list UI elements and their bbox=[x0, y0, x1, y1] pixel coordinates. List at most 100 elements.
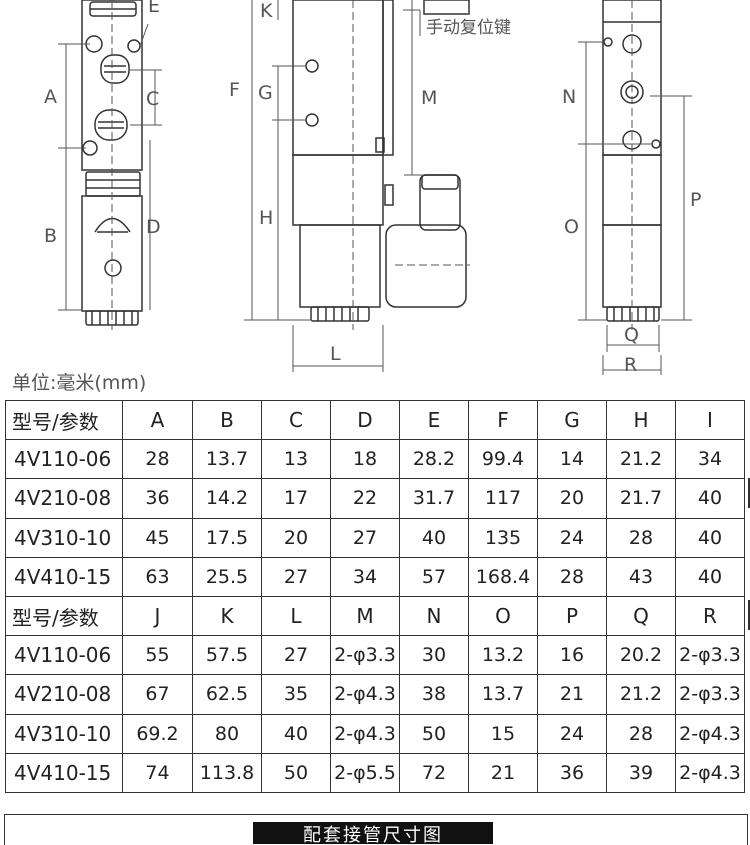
table-cell: 14.2 bbox=[192, 478, 262, 519]
table-cell: 18 bbox=[330, 439, 400, 480]
table-cell: 20.2 bbox=[606, 635, 676, 676]
table-header-cell: H bbox=[606, 399, 676, 441]
table-cell: 20 bbox=[537, 478, 607, 519]
valve-dimension-drawing: A B C D E F G H K L M N O P Q R 手动复位键 bbox=[44, 0, 701, 376]
table-header-cell: C bbox=[261, 399, 331, 441]
dim-label-l: L bbox=[330, 343, 341, 365]
table-cell: 135 bbox=[468, 517, 538, 558]
table-cell: 36 bbox=[122, 478, 193, 519]
model-cell: 4V110-06 bbox=[5, 439, 123, 480]
table-cell: 13.7 bbox=[192, 439, 262, 480]
table-cell: 69.2 bbox=[122, 713, 193, 754]
section-title: 配套接管尺寸图 bbox=[253, 822, 493, 844]
table-cell: 13.7 bbox=[468, 674, 538, 715]
table-cell: 28 bbox=[606, 517, 676, 558]
technical-drawing: A B C D E F G H K L M N O P Q R 手动复位键 bbox=[0, 0, 750, 380]
port-left-mid bbox=[94, 109, 128, 141]
table-cell: 21.2 bbox=[606, 674, 676, 715]
connector-box bbox=[385, 224, 467, 308]
dim-label-p: P bbox=[690, 189, 701, 211]
table-cell: 14 bbox=[537, 439, 607, 480]
table-header-cell: M bbox=[330, 595, 400, 637]
dim-label-a: A bbox=[44, 86, 57, 108]
table-cell: 28 bbox=[606, 713, 676, 754]
table-cell: 17 bbox=[261, 478, 331, 519]
table-cell: 45 bbox=[122, 517, 193, 558]
table-header-cell: A bbox=[122, 399, 193, 441]
table-cell: 38 bbox=[399, 674, 469, 715]
table-header-cell: D bbox=[330, 399, 400, 441]
table-header-cell: R bbox=[675, 595, 745, 637]
dim-label-d: D bbox=[146, 216, 161, 238]
table-cell: 27 bbox=[330, 517, 400, 558]
table-cell: 21 bbox=[537, 674, 607, 715]
table-cell: 13.2 bbox=[468, 635, 538, 676]
table-cell: 40 bbox=[399, 517, 469, 558]
table-cell: 74 bbox=[122, 752, 193, 793]
table-cell: 30 bbox=[399, 635, 469, 676]
table-header-cell: P bbox=[537, 595, 607, 637]
dim-label-e: E bbox=[148, 0, 160, 17]
table-cell: 20 bbox=[261, 517, 331, 558]
table-cell: 22 bbox=[330, 478, 400, 519]
page-edge-mark bbox=[748, 478, 750, 508]
table-cell: 2-φ5.5 bbox=[330, 752, 400, 793]
table-cell: 13 bbox=[261, 439, 331, 480]
table-header-cell: 型号/参数 bbox=[5, 399, 123, 441]
table-cell: 21.2 bbox=[606, 439, 676, 480]
model-cell: 4V110-06 bbox=[5, 635, 123, 676]
table-cell: 2-φ4.3 bbox=[330, 674, 400, 715]
table-cell: 39 bbox=[606, 752, 676, 793]
dim-label-q: Q bbox=[624, 324, 639, 346]
table-cell: 28 bbox=[537, 556, 607, 597]
dim-label-f: F bbox=[229, 79, 240, 101]
dim-label-b: B bbox=[44, 225, 57, 247]
table-cell: 168.4 bbox=[468, 556, 538, 597]
table-cell: 62.5 bbox=[192, 674, 262, 715]
dim-label-r: R bbox=[624, 354, 637, 376]
table-cell: 2-φ3.3 bbox=[675, 674, 745, 715]
table-cell: 67 bbox=[122, 674, 193, 715]
table-header-cell: N bbox=[399, 595, 469, 637]
table-cell: 31.7 bbox=[399, 478, 469, 519]
table-header-cell: E bbox=[399, 399, 469, 441]
table-cell: 63 bbox=[122, 556, 193, 597]
table-cell: 24 bbox=[537, 713, 607, 754]
table-header-cell: 型号/参数 bbox=[5, 595, 123, 637]
table-cell: 21.7 bbox=[606, 478, 676, 519]
table-cell: 17.5 bbox=[192, 517, 262, 558]
table-header-cell: O bbox=[468, 595, 538, 637]
dim-label-h: H bbox=[259, 207, 273, 229]
table-cell: 27 bbox=[261, 635, 331, 676]
table-header-cell: K bbox=[192, 595, 262, 637]
table-cell: 57 bbox=[399, 556, 469, 597]
table-cell: 2-φ4.3 bbox=[675, 752, 745, 793]
table-cell: 117 bbox=[468, 478, 538, 519]
table-cell: 16 bbox=[537, 635, 607, 676]
table-cell: 28.2 bbox=[399, 439, 469, 480]
table-cell: 40 bbox=[675, 556, 745, 597]
table-cell: 36 bbox=[537, 752, 607, 793]
unit-label: 单位:毫米(mm) bbox=[12, 372, 147, 394]
table-cell: 2-φ3.3 bbox=[330, 635, 400, 676]
table-cell: 80 bbox=[192, 713, 262, 754]
table-cell: 24 bbox=[537, 517, 607, 558]
table-header-cell: F bbox=[468, 399, 538, 441]
dim-label-n: N bbox=[562, 86, 576, 108]
table-header-cell: L bbox=[261, 595, 331, 637]
table-cell: 99.4 bbox=[468, 439, 538, 480]
table-cell: 27 bbox=[261, 556, 331, 597]
model-cell: 4V210-08 bbox=[5, 478, 123, 519]
table-cell: 40 bbox=[675, 478, 745, 519]
dim-label-c: C bbox=[146, 88, 159, 110]
dim-label-k: K bbox=[260, 0, 273, 22]
table-cell: 40 bbox=[675, 517, 745, 558]
table-cell: 2-φ4.3 bbox=[675, 713, 745, 754]
